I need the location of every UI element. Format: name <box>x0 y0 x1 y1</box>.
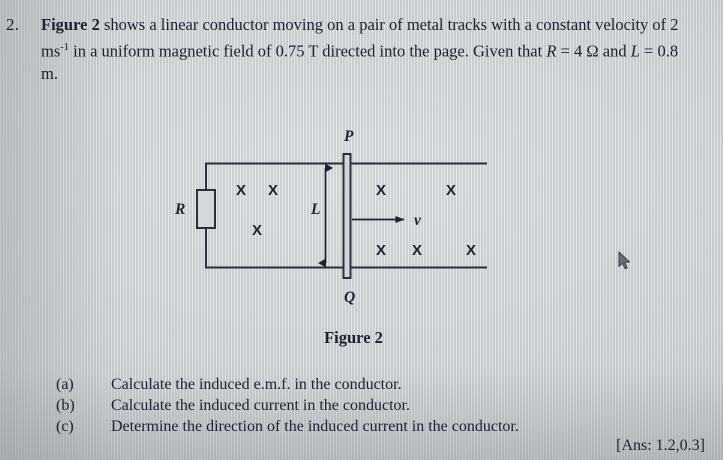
figure-caption-text: Figure 2 <box>324 328 383 347</box>
question-text: Figure 2 shows a linear conductor moving… <box>41 14 691 85</box>
symbol-R: R <box>546 41 557 60</box>
label-P: P <box>344 128 354 145</box>
question-line1-rest: shows a linear conductor moving on a pai… <box>99 15 532 34</box>
question-part: (a) Calculate the induced e.m.f. in the … <box>56 374 696 395</box>
field-x-mark: X <box>376 182 387 199</box>
field-x-mark: X <box>252 222 263 239</box>
field-x-mark: X <box>236 182 247 199</box>
figure-caption: Figure 2 <box>0 328 723 348</box>
question-number: 2. <box>6 15 20 34</box>
part-text: Calculate the induced e.m.f. in the cond… <box>111 376 402 393</box>
question-part: (c) Determine the direction of the induc… <box>56 416 696 437</box>
part-key: (c) <box>56 418 74 435</box>
question-figure-ref: Figure 2 <box>41 15 100 34</box>
velocity-unit-exponent: -1 <box>60 41 70 53</box>
field-x-mark: X <box>446 182 457 199</box>
field-x-mark: X <box>412 242 423 259</box>
part-text: Calculate the induced current in the con… <box>111 397 410 414</box>
label-R: R <box>175 201 186 218</box>
field-x-mark: X <box>466 242 477 259</box>
question-line3-b: = 4 Ω and <box>556 41 631 60</box>
question-parts-list: (a) Calculate the induced e.m.f. in the … <box>56 374 696 437</box>
question-line3-a: the page. Given that <box>409 41 547 60</box>
part-key: (b) <box>56 397 75 414</box>
question-line2-a: constant velocity of 2 ms <box>41 15 679 60</box>
field-x-mark: X <box>376 242 387 259</box>
part-text: Determine the direction of the induced c… <box>111 418 519 435</box>
symbol-L: L <box>630 41 640 60</box>
label-L: L <box>311 201 321 218</box>
question-part: (b) Calculate the induced current in the… <box>56 395 696 416</box>
answer-key: [Ans: 1.2,0.3] <box>616 437 705 454</box>
field-x-mark: X <box>268 182 279 199</box>
question-line2-b: in a uniform magnetic field of 0.75 T di… <box>69 41 406 60</box>
label-v: v <box>414 212 421 229</box>
label-Q: Q <box>344 289 356 306</box>
part-key: (a) <box>56 376 74 393</box>
question-line3-c: = 0.8 m. <box>41 41 679 83</box>
